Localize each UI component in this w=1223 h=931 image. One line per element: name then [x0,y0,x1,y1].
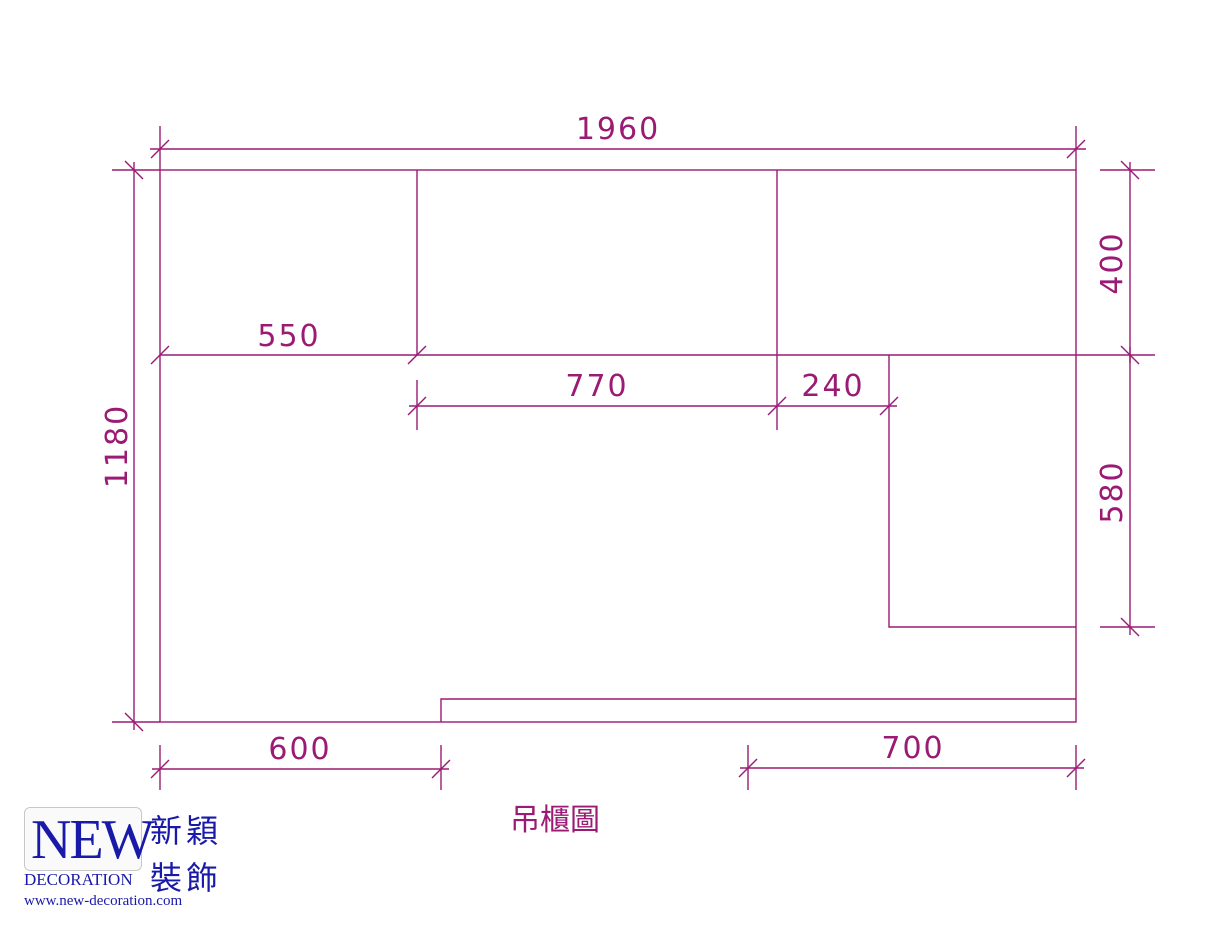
dimension-label-240: 240 [801,369,864,404]
dimension-label-1960: 1960 [576,112,660,147]
dimension-label-700: 700 [881,731,944,766]
dimension-label-770: 770 [565,369,628,404]
drawing-caption: 吊櫃圖 [510,803,600,838]
dimension-left-upper-width: 550 [150,319,427,365]
dimension-label-1180: 1180 [100,404,135,488]
logo-new-text: NEW [31,809,155,871]
company-logo: NEW [24,807,155,871]
cabinet-outline [159,169,1077,723]
base-strip-line [440,698,1076,722]
logo-chinese-line1: 新穎 [150,812,223,850]
dimension-bottom-right-width: 700 [738,731,1086,790]
dimension-lower-height: 580 [1095,347,1155,637]
logo-url: www.new-decoration.com [24,893,183,909]
dimension-label-550: 550 [257,319,320,354]
dimension-label-400: 400 [1095,231,1130,294]
side-cabinet-line [888,355,1076,628]
dimension-upper-height: 400 [1076,160,1155,365]
outer-frame [159,169,1077,723]
dimension-label-580: 580 [1095,460,1130,523]
dimension-overall-width: 1960 [150,112,1086,170]
dimension-middle-width: 770 240 [407,355,899,430]
logo-decoration-text: DECORATION [24,870,133,889]
logo-chinese-line2: 裝飾 [150,859,223,897]
dimension-bottom-left-width: 600 [150,732,451,790]
dimension-overall-height: 1180 [100,160,160,732]
dimension-label-600: 600 [268,732,331,767]
